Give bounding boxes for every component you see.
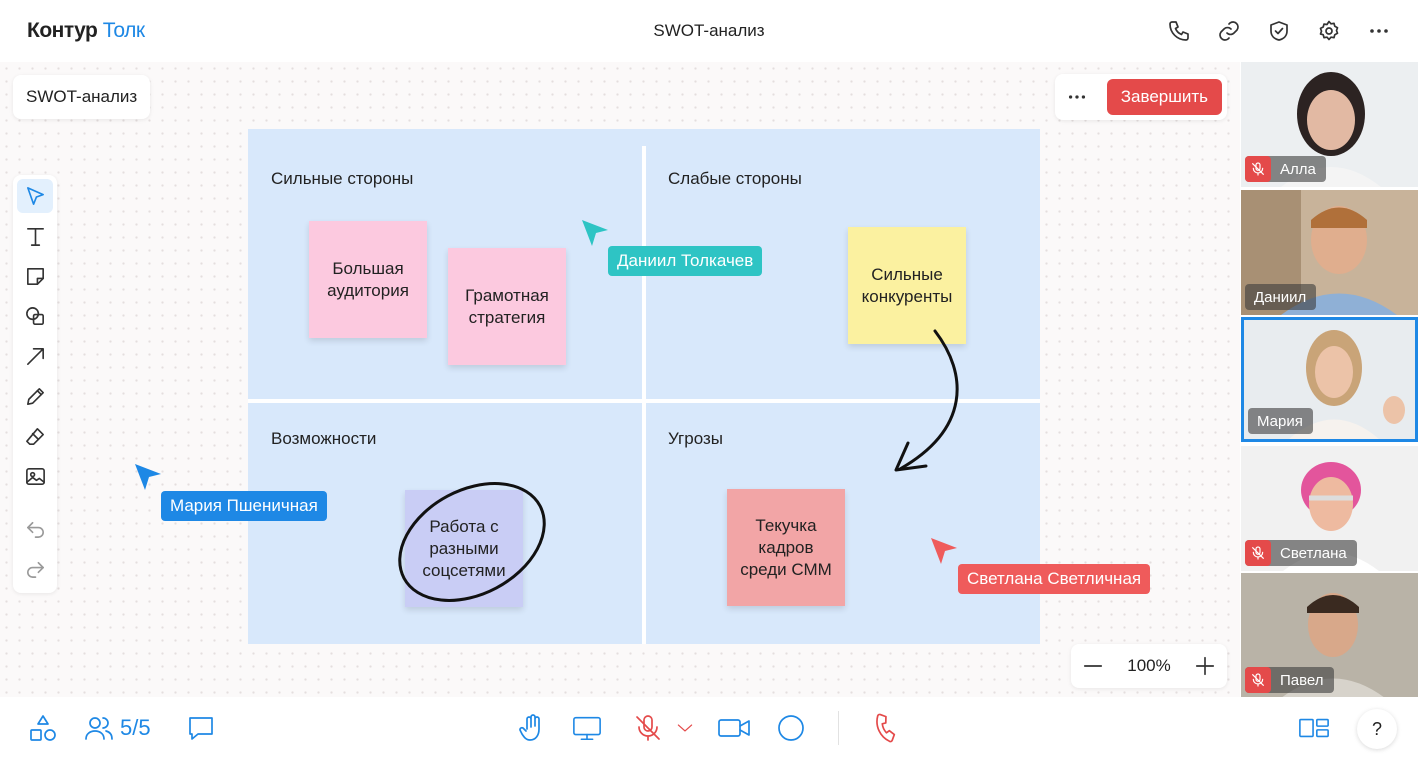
sticky-note[interactable]: Работа с разными соцсетями [405, 490, 523, 607]
undo-icon[interactable] [17, 511, 53, 545]
participant-tile-active-speaker[interactable]: Мария [1241, 317, 1418, 442]
participant-name-tag: Алла [1245, 156, 1326, 182]
quadrant-title-weaknesses: Слабые стороны [668, 169, 802, 188]
gear-icon[interactable] [1315, 17, 1343, 45]
participant-tile[interactable]: Светлана [1241, 446, 1418, 571]
phone-icon[interactable] [1165, 17, 1193, 45]
sticky-note[interactable]: Сильные конкуренты [848, 227, 966, 344]
zoom-level: 100% [1127, 656, 1171, 675]
participant-name: Павел [1280, 671, 1324, 689]
participant-name: Даниил [1254, 288, 1307, 306]
shield-check-icon[interactable] [1265, 17, 1293, 45]
toolbar-divider [838, 711, 839, 745]
participant-tile[interactable]: Даниил [1241, 190, 1418, 315]
pen-icon[interactable] [17, 379, 53, 413]
sticky-note[interactable]: Большая аудитория [309, 221, 427, 338]
brand-name-part1: Контур [27, 19, 98, 42]
quadrant-title-opportunities: Возможности [271, 429, 377, 448]
participant-name-tag: Даниил [1245, 284, 1317, 310]
camera-icon[interactable] [717, 712, 751, 744]
header-actions [1165, 17, 1393, 45]
apps-shapes-icon[interactable] [28, 712, 58, 744]
swot-board[interactable]: Сильные стороны Слабые стороны Возможнос… [248, 129, 1040, 644]
microphone-muted-icon[interactable] [633, 712, 663, 744]
participants-button[interactable]: 5/5 [84, 712, 151, 744]
top-bar: Контур Толк SWOT-анализ [0, 0, 1418, 62]
mic-muted-icon [1245, 156, 1271, 182]
participant-tile[interactable]: Алла [1241, 62, 1418, 187]
finish-button[interactable]: Завершить [1106, 79, 1222, 115]
mic-muted-icon [1245, 667, 1271, 693]
cursor-pointer-icon [582, 220, 608, 246]
collaborator-cursor-label: Светлана Светличная [958, 564, 1151, 594]
brand-name-part2: Толк [102, 19, 145, 42]
participant-name: Алла [1280, 160, 1316, 178]
quadrant-divider-horizontal [248, 399, 1040, 403]
shapes-icon[interactable] [17, 299, 53, 333]
image-icon[interactable] [17, 459, 53, 493]
drawing-toolbar [13, 175, 57, 593]
mic-muted-icon [1245, 540, 1271, 566]
screen-share-icon[interactable] [572, 712, 602, 744]
chat-icon[interactable] [186, 712, 216, 744]
quadrant-title-threats: Угрозы [668, 429, 723, 448]
board-more-icon[interactable] [1061, 81, 1093, 113]
participant-tile[interactable]: Павел [1241, 573, 1418, 698]
zoom-out-icon[interactable] [1081, 654, 1105, 678]
link-icon[interactable] [1215, 17, 1243, 45]
sticky-note[interactable]: Грамотная стратегия [448, 248, 566, 365]
more-icon[interactable] [1365, 17, 1393, 45]
collaborator-cursor-label: Даниил Толкачев [608, 246, 763, 276]
participants-video-panel: Алла Даниил Мария [1240, 62, 1418, 698]
mic-options-chevron-icon[interactable] [674, 712, 696, 744]
participant-name-tag: Павел [1245, 667, 1334, 693]
board-name-chip[interactable]: SWOT-анализ [13, 75, 151, 119]
cursor-pointer-icon [135, 464, 161, 490]
brand-logo[interactable]: Контур Толк [27, 19, 145, 43]
sticky-note[interactable]: Текучка кадров среди СММ [727, 489, 845, 606]
collaborator-cursor-label: Мария Пшеничная [161, 491, 327, 521]
cursor-icon[interactable] [17, 179, 53, 213]
arrow-icon[interactable] [17, 339, 53, 373]
quadrant-divider-vertical [642, 146, 646, 644]
zoom-in-icon[interactable] [1193, 654, 1217, 678]
cursor-pointer-icon [931, 538, 957, 564]
participants-count: 5/5 [120, 715, 151, 740]
help-button[interactable]: ? [1357, 709, 1397, 749]
whiteboard-canvas[interactable]: SWOT-анализ Завершить [0, 62, 1240, 697]
participant-name: Светлана [1280, 544, 1347, 562]
hang-up-icon[interactable] [870, 712, 900, 744]
board-actions: Завершить [1054, 74, 1227, 120]
text-icon[interactable] [17, 219, 53, 253]
bottom-control-bar: 5/5 ? [0, 697, 1418, 761]
redo-icon[interactable] [17, 551, 53, 585]
layout-toggle-icon[interactable] [1298, 712, 1330, 744]
eraser-icon[interactable] [17, 419, 53, 453]
sticky-note-icon[interactable] [17, 259, 53, 293]
zoom-control: 100% [1071, 644, 1227, 688]
participant-name-tag: Светлана [1245, 540, 1357, 566]
raise-hand-icon[interactable] [517, 712, 547, 744]
quadrant-title-strengths: Сильные стороны [271, 169, 414, 188]
users-icon [85, 717, 113, 740]
participant-name-tag: Мария [1248, 408, 1313, 434]
record-icon[interactable] [776, 712, 806, 744]
participant-name: Мария [1257, 412, 1303, 430]
